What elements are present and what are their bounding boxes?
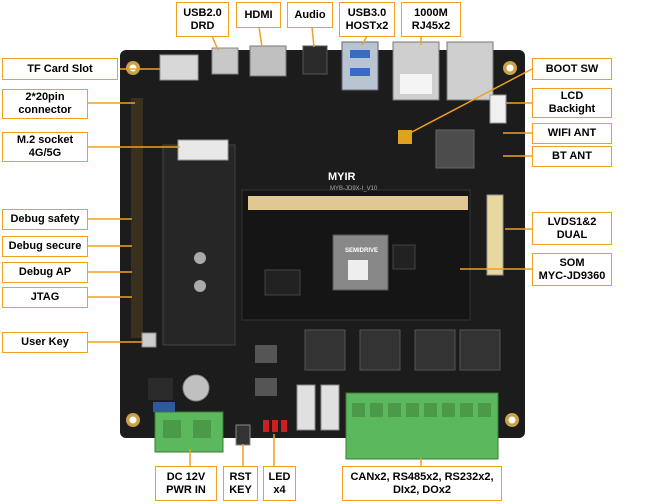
usb20-port bbox=[211, 47, 239, 75]
label-dc-power: DC 12V PWR IN bbox=[155, 466, 217, 501]
label-audio: Audio bbox=[287, 2, 333, 28]
label-wifi-ant: WIFI ANT bbox=[532, 123, 612, 144]
label-som: SOM MYC-JD9360 bbox=[532, 253, 612, 286]
led bbox=[272, 420, 278, 432]
label-m2-socket: M.2 socket 4G/5G bbox=[2, 132, 88, 162]
label-debug-ap: Debug AP bbox=[2, 262, 88, 283]
label-usb20: USB2.0 DRD bbox=[176, 2, 229, 37]
audio-jack bbox=[302, 45, 328, 75]
brand-silkscreen: MYIR bbox=[328, 171, 356, 183]
label-debug-safety: Debug safety bbox=[2, 209, 88, 230]
pin-header-2x20 bbox=[131, 98, 143, 338]
label-led: LED x4 bbox=[263, 466, 296, 501]
board-id-silkscreen: MYB-JD9X-I_V10 bbox=[330, 186, 378, 192]
label-bt-ant: BT ANT bbox=[532, 146, 612, 167]
label-boot-sw: BOOT SW bbox=[532, 58, 612, 80]
som-connector bbox=[248, 196, 468, 210]
chip-brand: SEMIDRIVE bbox=[345, 248, 378, 254]
lvds-connector bbox=[486, 194, 504, 276]
label-io-interfaces: CANx2, RS485x2, RS232x2, DIx2, DOx2 bbox=[342, 466, 502, 501]
tf-card-slot bbox=[159, 54, 199, 81]
hdmi-port bbox=[249, 45, 287, 77]
m2-socket-area bbox=[162, 144, 236, 346]
label-lcd-backlight: LCD Backight bbox=[532, 88, 612, 118]
label-usb30: USB3.0 HOSTx2 bbox=[339, 2, 395, 37]
label-rj45: 1000M RJ45x2 bbox=[401, 2, 461, 37]
wifi-module bbox=[435, 129, 475, 169]
user-key-button bbox=[141, 332, 157, 348]
label-debug-secure: Debug secure bbox=[2, 236, 88, 257]
led bbox=[281, 420, 287, 432]
label-user-key: User Key bbox=[2, 332, 88, 353]
label-rst-key: RST KEY bbox=[223, 466, 258, 501]
label-lvds: LVDS1&2 DUAL bbox=[532, 212, 612, 245]
label-tf-card-slot: TF Card Slot bbox=[2, 58, 118, 80]
label-hdmi: HDMI bbox=[236, 2, 281, 28]
label-jtag: JTAG bbox=[2, 287, 88, 308]
boot-switch bbox=[398, 130, 412, 144]
label-pin-connector: 2*20pin connector bbox=[2, 89, 88, 119]
m2-socket bbox=[177, 139, 229, 161]
rj45-port-2 bbox=[446, 41, 494, 101]
led bbox=[263, 420, 269, 432]
lcd-backlight-connector bbox=[489, 94, 507, 124]
